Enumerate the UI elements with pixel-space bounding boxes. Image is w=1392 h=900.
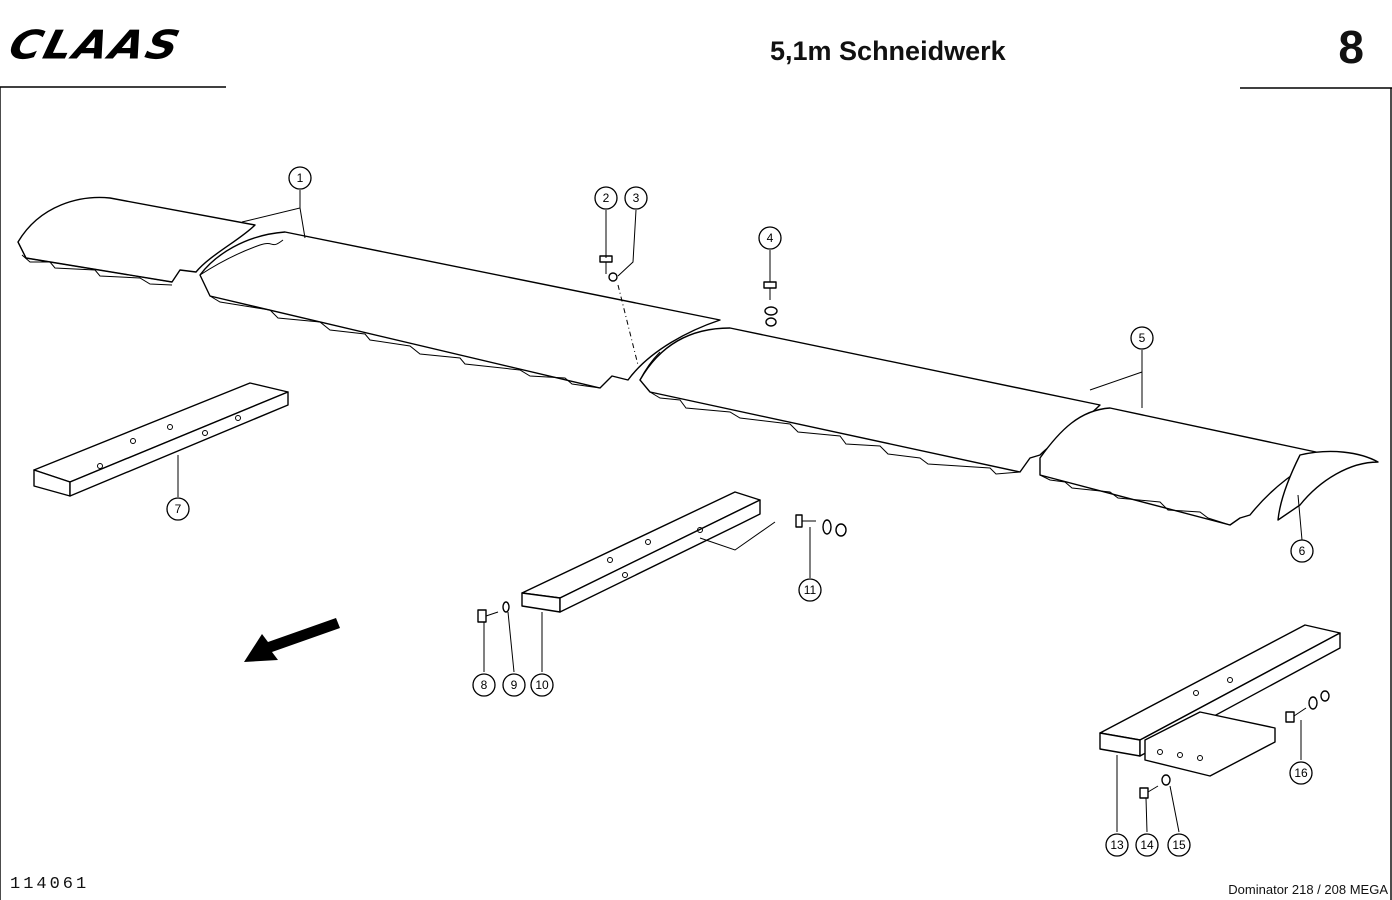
svg-text:15: 15 — [1172, 838, 1186, 852]
bolt-4 — [763, 281, 778, 327]
callout-13: 13 — [1105, 833, 1129, 857]
svg-text:1: 1 — [297, 171, 304, 185]
callout-11: 11 — [798, 578, 822, 602]
callout-10: 10 — [530, 673, 554, 697]
callout-1: 1 — [288, 166, 312, 190]
callout-14: 14 — [1135, 833, 1159, 857]
bolt-2-3 — [599, 255, 639, 366]
fastener-11 — [795, 514, 847, 537]
callout-7: 7 — [166, 497, 190, 521]
callout-5: 5 — [1130, 326, 1154, 350]
callout-9: 9 — [502, 673, 526, 697]
callout-3: 3 — [624, 186, 648, 210]
direction-arrow — [244, 618, 340, 662]
svg-text:13: 13 — [1110, 838, 1124, 852]
cover-segment-left — [17, 196, 256, 286]
svg-text:16: 16 — [1294, 766, 1308, 780]
svg-text:7: 7 — [175, 502, 182, 516]
drawing-code: 114061 — [10, 875, 90, 894]
beam-7 — [33, 382, 289, 497]
callout-4: 4 — [758, 226, 782, 250]
svg-text:3: 3 — [633, 191, 640, 205]
callout-15: 15 — [1167, 833, 1191, 857]
svg-text:14: 14 — [1140, 838, 1154, 852]
end-cap-6 — [1277, 450, 1379, 521]
model-label: Dominator 218 / 208 MEGA — [1228, 882, 1388, 897]
cover-segment-main — [199, 231, 721, 389]
cover-segment-middle — [639, 327, 1101, 475]
svg-text:6: 6 — [1299, 544, 1306, 558]
fastener-8-9 — [477, 601, 510, 623]
page-title: 5,1m Schneidwerk — [770, 36, 1006, 66]
fastener-14-15 — [1139, 774, 1171, 799]
callout-16: 16 — [1289, 761, 1313, 785]
callout-2: 2 — [594, 186, 618, 210]
svg-text:2: 2 — [603, 191, 610, 205]
page-number: 8 — [1338, 21, 1364, 73]
callout-8: 8 — [472, 673, 496, 697]
svg-text:4: 4 — [767, 231, 774, 245]
svg-text:10: 10 — [535, 678, 549, 692]
svg-text:5: 5 — [1139, 331, 1146, 345]
svg-text:8: 8 — [481, 678, 488, 692]
beam-13 — [1099, 624, 1341, 777]
callout-6: 6 — [1290, 539, 1314, 563]
svg-text:11: 11 — [804, 583, 817, 597]
leader-lines — [177, 190, 1303, 833]
svg-text:9: 9 — [511, 678, 518, 692]
beam-10 — [521, 491, 776, 613]
fastener-16 — [1285, 690, 1330, 723]
